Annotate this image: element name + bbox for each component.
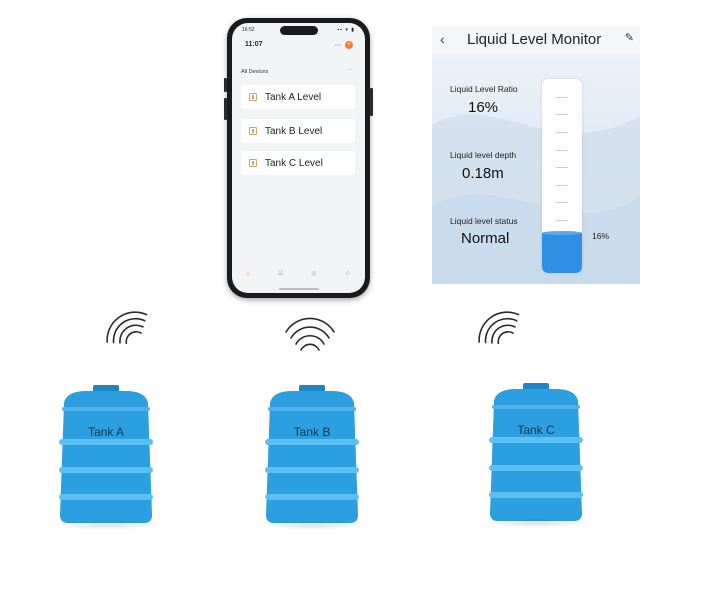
water-tank-icon (265, 385, 359, 523)
phone-power-button (370, 88, 373, 116)
section-more-icon[interactable]: ··· (347, 67, 353, 73)
level-gauge-tube (542, 79, 582, 273)
metric-value-ratio: 16% (468, 99, 499, 116)
device-label: Tank A Level (265, 91, 322, 103)
device-label: Tank B Level (265, 125, 323, 137)
smartphone: 16:52 ▪▪ ▾ ▮ 11:07 ⋯ + All Devices ··· T… (224, 18, 373, 298)
app-time: 11:07 (245, 41, 263, 48)
tank-label: Tank C (517, 423, 555, 437)
sensor-icon (249, 127, 257, 135)
monitor-title: Liquid Level Monitor (467, 31, 602, 48)
phone-volume-button (224, 78, 227, 92)
tab-home[interactable]: ⌂ (246, 271, 250, 277)
edit-icon[interactable]: ✎ (624, 32, 634, 44)
metric-label-depth: Liquid level depth (450, 150, 517, 160)
wifi-signal-icon (106, 311, 148, 345)
app-top-actions: ⋯ + (335, 41, 353, 49)
scene-icon: ☑ (277, 271, 284, 277)
gauge-tick (556, 202, 568, 203)
section-title: All Devices (241, 69, 269, 75)
level-gauge-label: 16% (592, 230, 610, 241)
wifi-signal-icon (285, 317, 335, 351)
more-icon[interactable]: ⋯ (335, 42, 341, 49)
status-icons: ▪▪ ▾ ▮ (337, 27, 355, 33)
wifi-signal-icon (478, 311, 520, 345)
gauge-tick (556, 97, 568, 98)
status-time: 16:52 (242, 27, 255, 33)
tank-shadow (50, 520, 162, 530)
back-icon[interactable]: ‹ (440, 31, 445, 47)
tab-profile[interactable]: ☺ (345, 271, 351, 277)
tank-label: Tank A (87, 425, 125, 439)
water-tank-icon (59, 385, 153, 523)
level-gauge-fill (542, 230, 582, 273)
gauge-tick (556, 220, 568, 221)
metric-value-depth: 0.18m (462, 165, 504, 182)
phone-screen: 16:52 ▪▪ ▾ ▮ 11:07 ⋯ + All Devices ··· T… (232, 23, 365, 293)
device-label: Tank C Level (265, 157, 323, 169)
device-card-tank-a[interactable]: Tank A Level (241, 85, 355, 109)
metric-label-status: Liquid level status (450, 216, 518, 226)
metric-value-status: Normal (461, 230, 510, 247)
gauge-tick (556, 185, 568, 186)
gauge-tick (556, 114, 568, 115)
phone-notch (279, 26, 318, 35)
device-card-tank-b[interactable]: Tank B Level (241, 119, 355, 143)
gauge-tick (556, 150, 568, 151)
liquid-level-monitor-panel: ‹ Liquid Level Monitor ✎ Liquid Level Ra… (432, 26, 640, 284)
bottom-tab-bar: ⌂ ☑ ◎ ☺ (232, 265, 365, 283)
gauge-tick (556, 167, 568, 168)
sensor-icon (249, 93, 257, 101)
tank-shadow (256, 520, 368, 530)
water-tank-a: Tank A (50, 383, 162, 530)
tab-scene[interactable]: ☑ (278, 271, 283, 277)
gauge-tick (556, 132, 568, 133)
water-tank-icon (489, 383, 583, 521)
home-icon: ⌂ (246, 271, 250, 277)
background-wave (432, 114, 640, 284)
monitor-header: ‹ Liquid Level Monitor ✎ (432, 26, 640, 54)
tank-label: Tank B (293, 425, 331, 439)
phone-volume-button (224, 98, 227, 120)
smart-icon: ◎ (311, 271, 317, 277)
add-device-button[interactable]: + (345, 41, 353, 49)
device-card-tank-c[interactable]: Tank C Level (241, 151, 355, 175)
sensor-icon (249, 159, 257, 167)
water-tank-b: Tank B (256, 383, 368, 530)
tank-shadow (480, 518, 592, 528)
tab-smart[interactable]: ◎ (311, 271, 316, 277)
metric-label-ratio: Liquid Level Ratio (450, 84, 518, 94)
water-tank-c: Tank C (480, 381, 592, 528)
profile-icon: ☺ (344, 271, 351, 277)
home-indicator (278, 288, 319, 290)
